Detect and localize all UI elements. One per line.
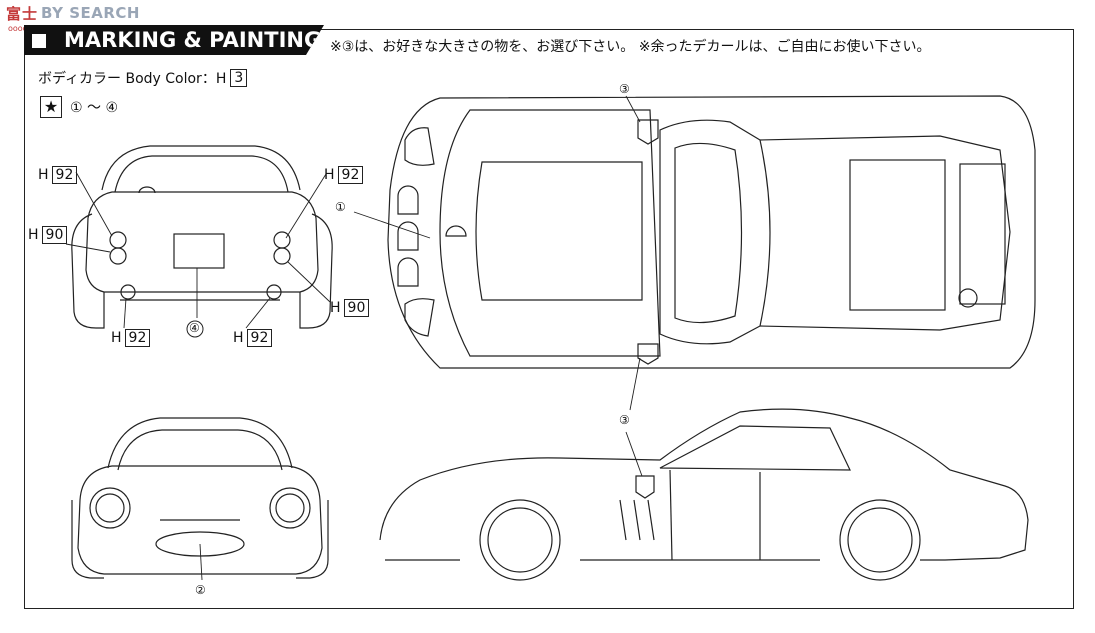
callout-1: ① — [335, 200, 346, 214]
body-color-label: ボディカラー Body Color：H — [38, 71, 227, 87]
watermark-site: BY SEARCH — [41, 4, 140, 22]
rear-view — [71, 145, 333, 329]
paint-code: 90 — [41, 226, 68, 244]
side-leaders — [625, 357, 643, 477]
top-leaders — [353, 95, 641, 239]
paint-code: 92 — [51, 166, 78, 184]
decal-range: ① ～ ④ — [70, 100, 119, 116]
paint-prefix: H — [324, 167, 335, 183]
paint-label-h92-rear-right: H 92 — [324, 166, 364, 184]
paint-label-h90-rear-right: H 90 — [330, 299, 370, 317]
section-banner: MARKING & PAINTING — [24, 25, 324, 55]
side-view — [379, 408, 1029, 581]
callout-4-label: ④ — [189, 321, 200, 335]
callout-3-top: ③ — [619, 82, 630, 96]
paint-prefix: H — [38, 167, 49, 183]
instruction-frame — [24, 29, 1074, 609]
paint-label-h92-exhaust-left: H 92 — [111, 329, 151, 347]
section-title: MARKING & PAINTING — [64, 28, 322, 52]
paint-code: 92 — [246, 329, 273, 347]
paint-prefix: H — [111, 330, 122, 346]
watermark-logo: 富士 — [6, 4, 39, 23]
paint-prefix: H — [330, 300, 341, 316]
front-leaders — [199, 543, 203, 581]
callout-3-side: ③ — [619, 413, 630, 427]
paint-prefix: H — [28, 227, 39, 243]
decal-range-line: ★ ① ～ ④ — [40, 96, 118, 118]
callout-4 — [186, 320, 204, 338]
body-color-line: ボディカラー Body Color：H 3 — [38, 68, 248, 88]
paint-label-h90-rear-left: H 90 — [28, 226, 68, 244]
callout-2: ② — [195, 583, 206, 597]
decal-note: ※③は、お好きな大きさの物を、お選び下さい。 ※余ったデカールは、ご自由にお使い… — [330, 39, 931, 55]
decal-star-icon: ★ — [40, 96, 62, 118]
paint-prefix: H — [233, 330, 244, 346]
top-view — [387, 95, 1036, 369]
body-color-code: 3 — [230, 69, 248, 87]
paint-code: 92 — [124, 329, 151, 347]
paint-code: 90 — [343, 299, 370, 317]
paint-label-h92-rear-left: H 92 — [38, 166, 78, 184]
paint-code: 92 — [337, 166, 364, 184]
front-view — [71, 417, 329, 579]
rear-leaders — [65, 171, 331, 329]
paint-label-h92-exhaust-right: H 92 — [233, 329, 273, 347]
banner-square-icon — [32, 34, 46, 48]
